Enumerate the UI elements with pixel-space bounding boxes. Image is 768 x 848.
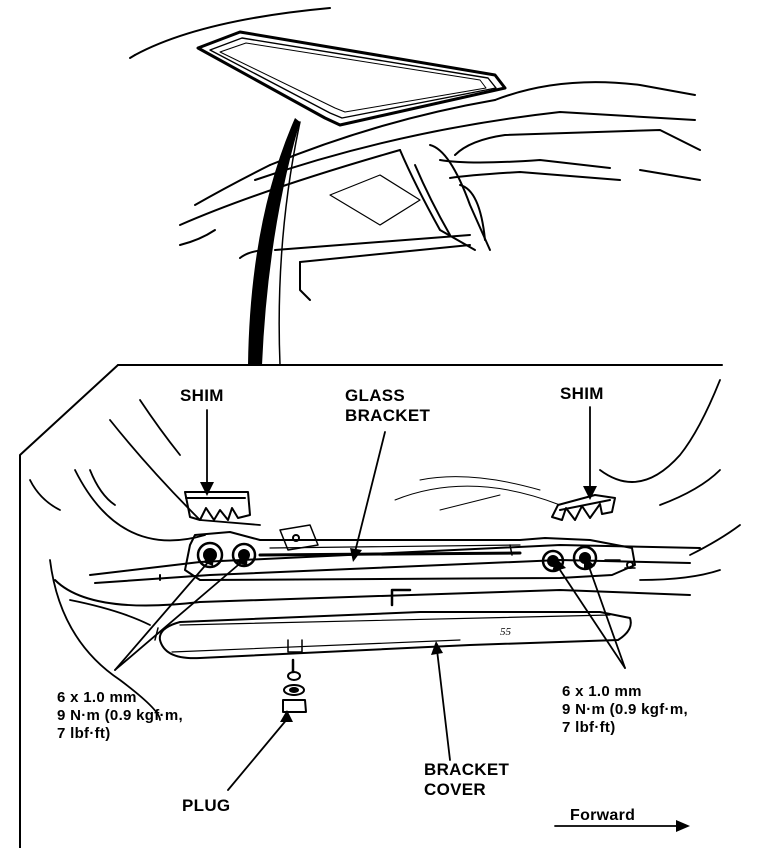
arrow-heads	[200, 482, 690, 832]
plug-label: PLUG	[182, 796, 231, 815]
detail-callout-funnel	[248, 118, 301, 366]
bolt-spec-left: 6 x 1.0 mm 9 N·m (0.9 kgf·m, 7 lbf·ft)	[57, 689, 183, 743]
bolt-spec-right-line-2: 9 N·m (0.9 kgf·m,	[562, 701, 688, 718]
bracket-cover-label-line-2: COVER	[424, 780, 486, 799]
part-mark: 55	[500, 626, 512, 638]
glass-bracket-label-line-1: GLASS	[345, 386, 406, 405]
bolt-left-2	[231, 542, 257, 568]
detail-frame	[19, 364, 723, 848]
leader-lines	[114, 406, 681, 827]
bracket-cover-label: BRACKET COVER	[424, 760, 509, 800]
shim-right-label: SHIM	[560, 384, 604, 403]
bolt-spec-left-line-1: 6 x 1.0 mm	[57, 689, 137, 706]
bracket-cover-label-line-1: BRACKET	[424, 760, 510, 779]
shim-left	[184, 491, 251, 521]
bolt-spec-right-line-1: 6 x 1.0 mm	[562, 683, 642, 700]
glass-bracket-label-line-2: BRACKET	[345, 406, 431, 425]
shim-right	[551, 494, 616, 521]
bolt-spec-left-line-2: 9 N·m (0.9 kgf·m,	[57, 707, 183, 724]
bolt-left-1	[196, 541, 224, 569]
bolt-spec-right-line-3: 7 lbf·ft)	[562, 719, 616, 736]
glass-bracket	[184, 524, 636, 581]
sunroof-glass	[196, 30, 507, 127]
bolt-spec-left-line-3: 7 lbf·ft)	[57, 725, 111, 742]
glass-bracket-label: GLASS BRACKET	[345, 386, 430, 426]
car-roof-outline	[129, 7, 701, 301]
plug-screw	[282, 658, 307, 713]
forward-label: Forward	[570, 807, 636, 824]
headliner-contours	[29, 379, 741, 721]
shim-left-label: SHIM	[180, 386, 224, 405]
bolt-spec-right: 6 x 1.0 mm 9 N·m (0.9 kgf·m, 7 lbf·ft)	[562, 683, 688, 737]
bracket-cover	[154, 588, 632, 660]
